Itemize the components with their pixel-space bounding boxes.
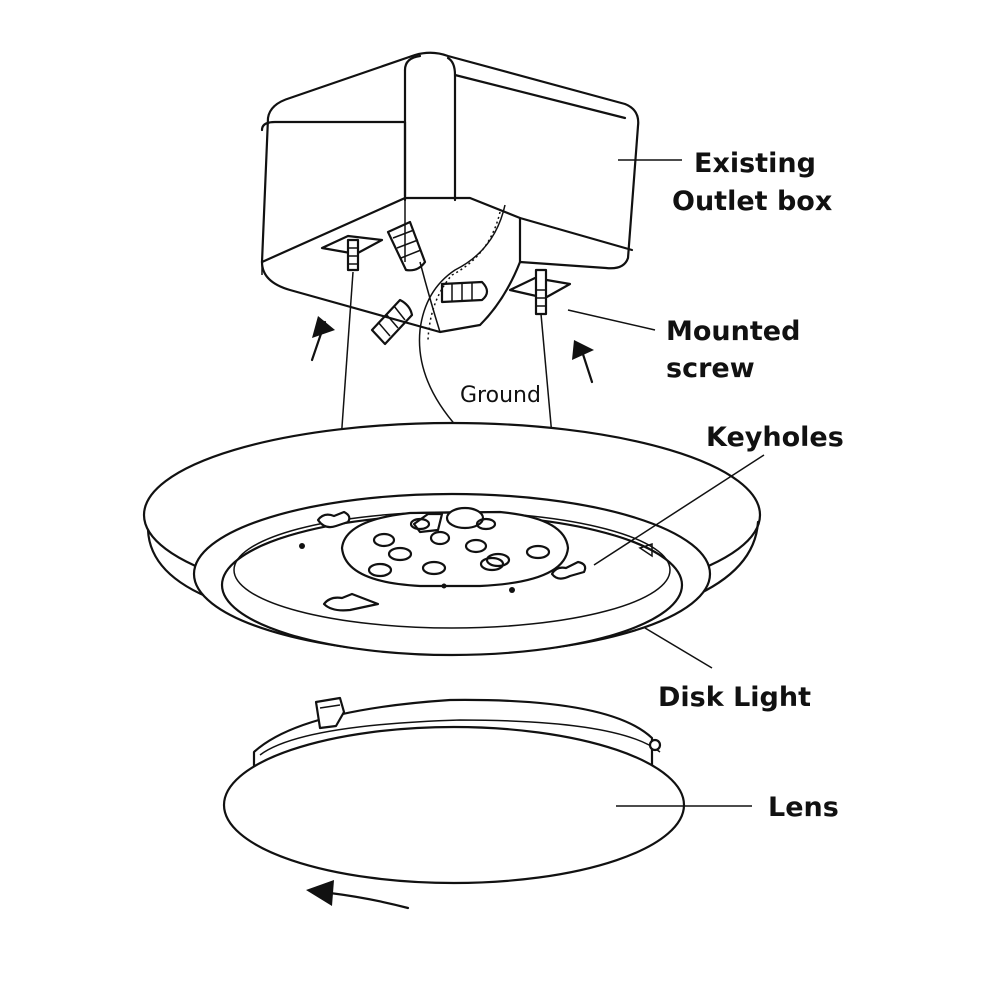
label-existing: Existing (694, 148, 816, 179)
label-outlet-box: Outlet box (672, 186, 832, 217)
label-mounted: Mounted (666, 316, 800, 347)
screw-icon (320, 234, 384, 272)
label-disk-light: Disk Light (658, 682, 811, 713)
up-arrow-icon (572, 340, 594, 384)
leader-lines (567, 159, 765, 807)
ground-wire (418, 204, 506, 429)
screw-icon (508, 268, 572, 316)
label-lens: Lens (768, 792, 839, 823)
outlet-box-body (260, 51, 640, 334)
lens-clip (648, 738, 662, 752)
label-screw: screw (666, 353, 755, 384)
keyhole (322, 592, 380, 612)
wire-nut-icon (440, 280, 489, 304)
up-arrow-icon (310, 316, 335, 362)
label-ground: Ground (460, 383, 541, 408)
rotate-arrow-icon (306, 880, 410, 910)
wire-nut-icon (370, 298, 414, 346)
center-hub (340, 510, 570, 588)
disk-light (142, 421, 762, 657)
lens (222, 696, 686, 885)
keyhole (316, 510, 351, 529)
wire-nut-icon (386, 220, 427, 272)
outlet-box (260, 51, 640, 334)
keyhole (550, 560, 587, 580)
label-keyholes: Keyholes (706, 422, 844, 453)
